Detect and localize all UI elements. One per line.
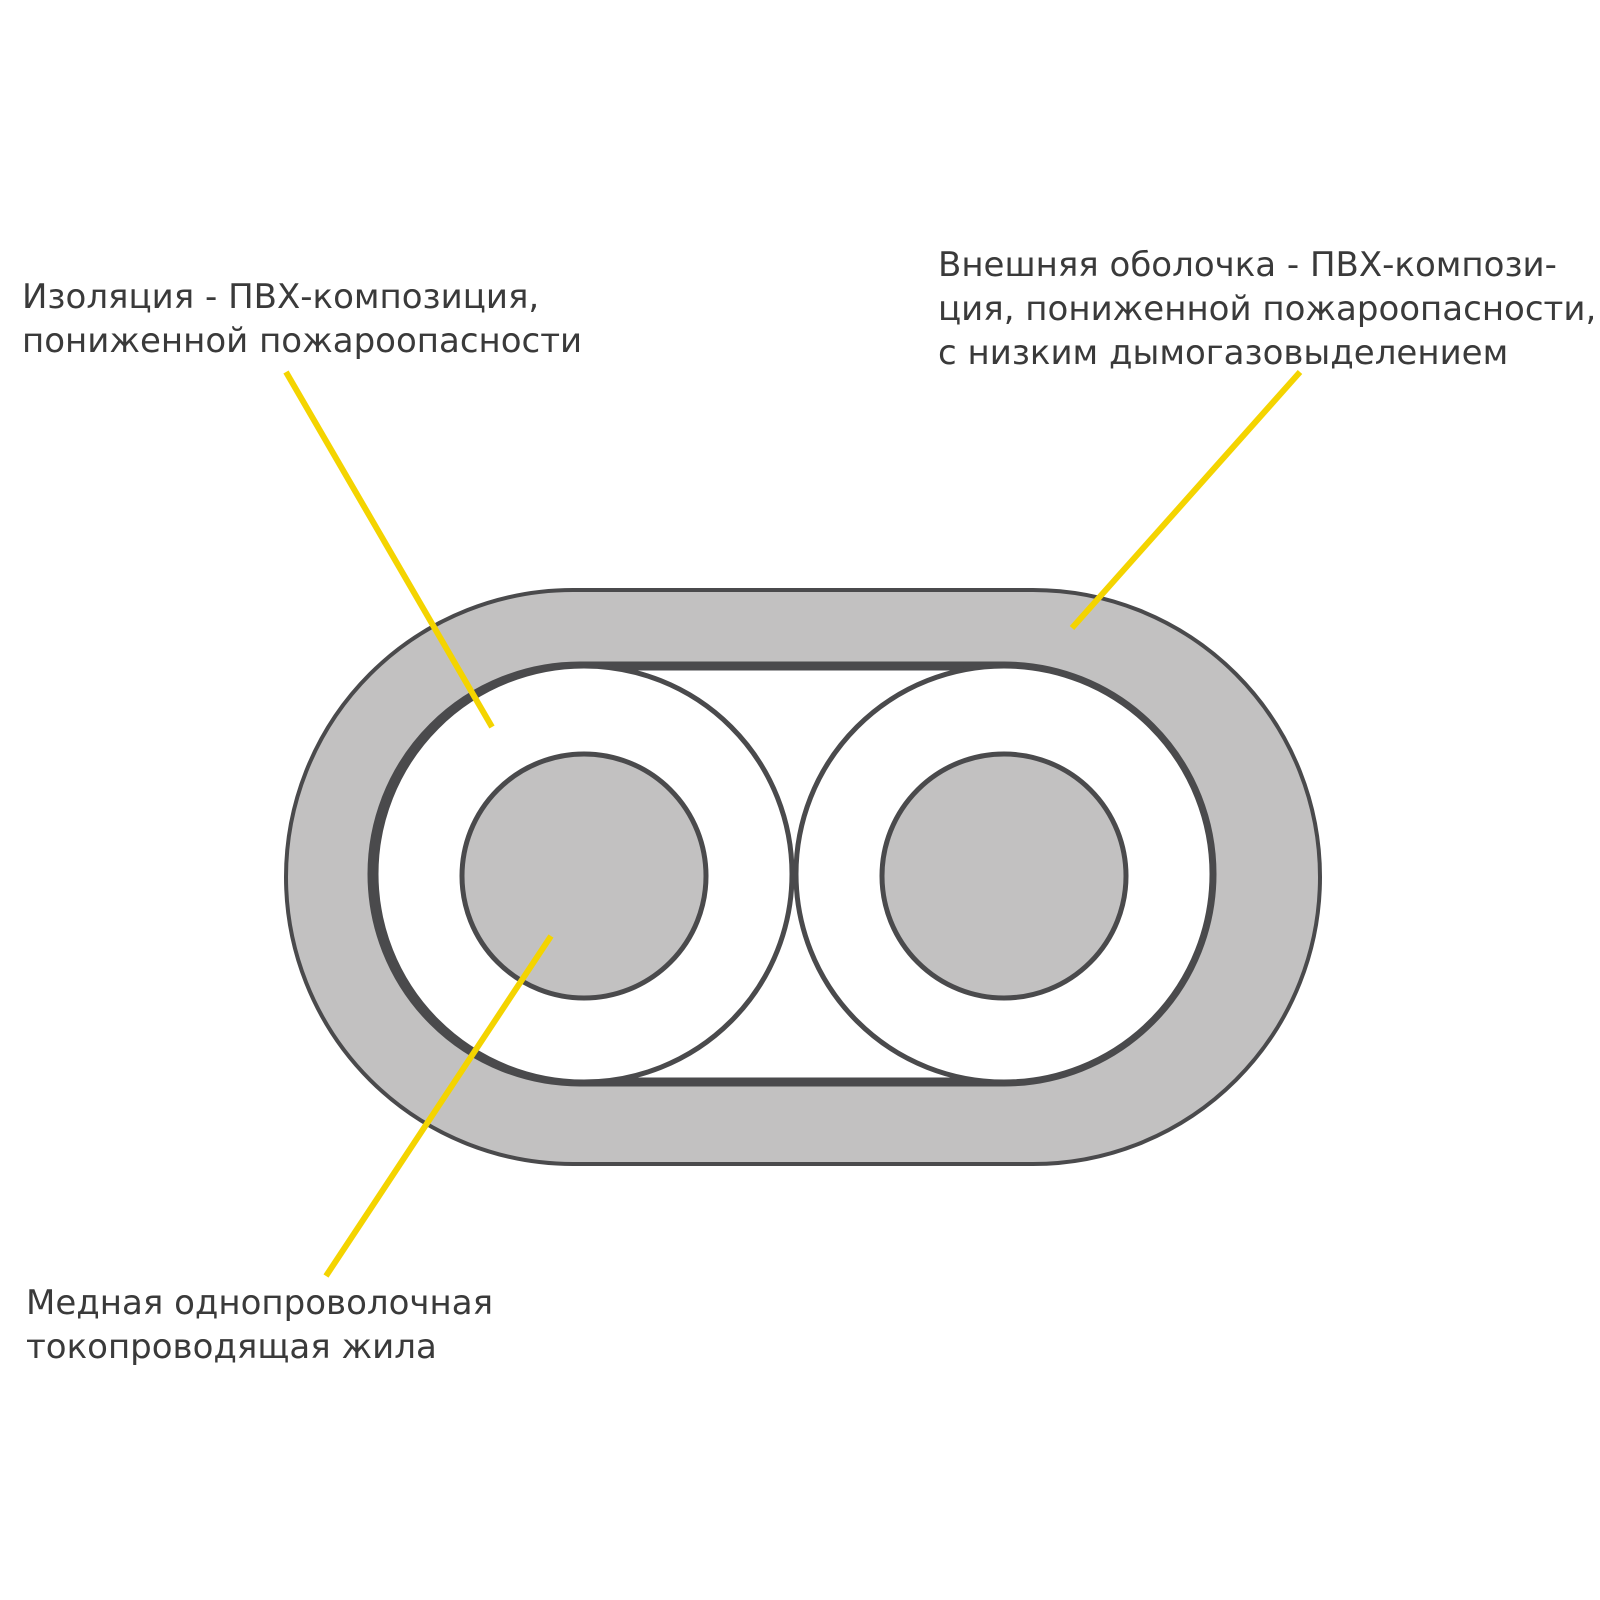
- sheath-label-line1: Внешняя оболочка - ПВХ-компози-: [938, 245, 1557, 285]
- insulation-label-line2: пониженной пожароопасности: [22, 321, 583, 361]
- core-label-line2: токопроводящая жила: [26, 1327, 437, 1367]
- leader-line-core: [323, 934, 554, 1278]
- insulation-label: Изоляция - ПВХ-композиция, пониженной по…: [22, 275, 582, 363]
- right-copper-core: [879, 751, 1129, 1001]
- sheath-label: Внешняя оболочка - ПВХ-компози- ция, пон…: [938, 243, 1596, 375]
- insulation-label-line1: Изоляция - ПВХ-композиция,: [22, 277, 540, 317]
- sheath-label-line3: с низким дымогазовыделением: [938, 333, 1509, 373]
- core-label-line1: Медная однопроволочная: [26, 1283, 494, 1323]
- leader-line-sheath: [1069, 370, 1303, 630]
- core-label: Медная однопроволочная токопроводящая жи…: [26, 1281, 493, 1369]
- leader-line-insulation: [283, 370, 495, 729]
- left-copper-core: [459, 751, 709, 1001]
- sheath-label-line2: ция, пониженной пожароопасности,: [938, 289, 1597, 329]
